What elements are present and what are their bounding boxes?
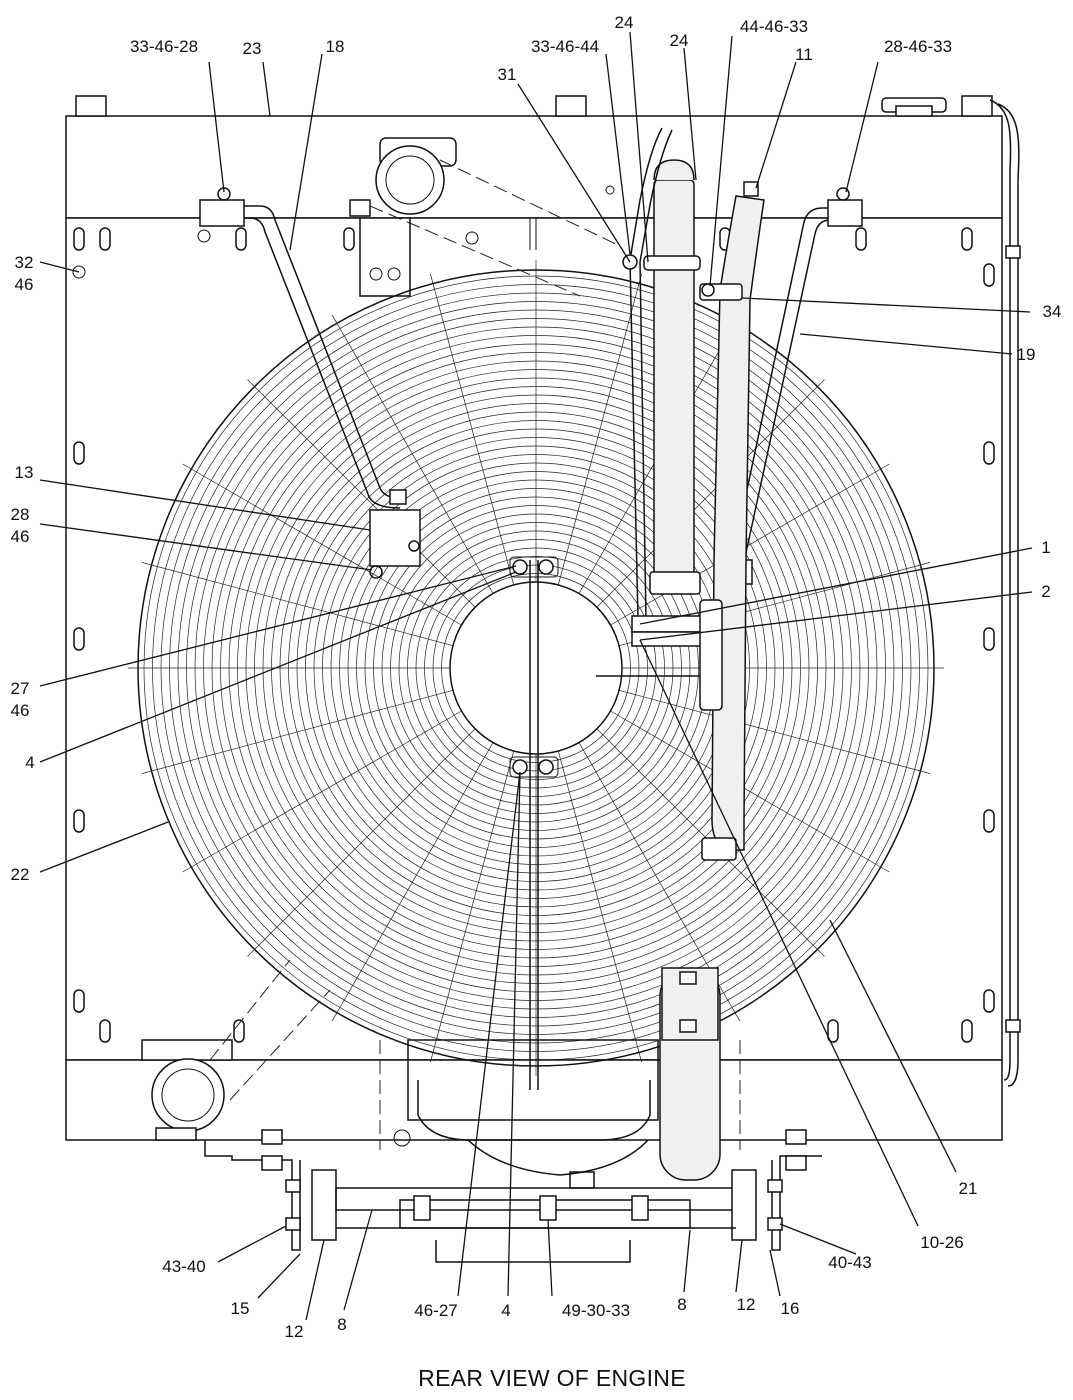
callout-46-top: 46 bbox=[15, 275, 34, 294]
callout-31: 31 bbox=[498, 65, 517, 84]
radiator-frame bbox=[65, 95, 1021, 1147]
callout-32: 32 bbox=[15, 253, 34, 272]
callout-46-mid: 46 bbox=[11, 527, 30, 546]
callout-12-right: 12 bbox=[737, 1295, 756, 1314]
callout-10-26: 10-26 bbox=[920, 1233, 963, 1252]
callout-24-b: 24 bbox=[670, 31, 689, 50]
pipes bbox=[151, 127, 863, 1181]
callout-33-46-44: 33-46-44 bbox=[531, 37, 599, 56]
callout-34: 34 bbox=[1043, 302, 1062, 321]
callout-12-left: 12 bbox=[285, 1322, 304, 1341]
callout-49-30-33: 49-30-33 bbox=[562, 1301, 630, 1320]
callout-19: 19 bbox=[1017, 345, 1036, 364]
callout-43-40: 43-40 bbox=[162, 1257, 205, 1276]
leader-lines bbox=[39, 31, 1033, 1321]
callout-46-low: 46 bbox=[11, 701, 30, 720]
callout-44-46-33: 44-46-33 bbox=[740, 17, 808, 36]
drawing-caption: REAR VIEW OF ENGINE bbox=[418, 1365, 686, 1391]
callout-18: 18 bbox=[326, 37, 345, 56]
callout-24-a: 24 bbox=[615, 13, 634, 32]
callout-46-27: 46-27 bbox=[414, 1301, 457, 1320]
guard-split bbox=[509, 556, 559, 1090]
callout-21: 21 bbox=[959, 1179, 978, 1198]
mounting-feet bbox=[204, 1129, 822, 1251]
callout-40-43: 40-43 bbox=[828, 1253, 871, 1272]
callout-labels: 33-46-28 23 18 33-46-44 24 24 44-46-33 1… bbox=[11, 13, 1062, 1341]
callout-11: 11 bbox=[795, 45, 813, 64]
callout-13: 13 bbox=[15, 463, 34, 482]
callout-28-46-33: 28-46-33 bbox=[884, 37, 952, 56]
callout-1: 1 bbox=[1041, 538, 1050, 557]
callout-15: 15 bbox=[231, 1299, 250, 1318]
callout-8-right: 8 bbox=[677, 1295, 686, 1314]
callout-27: 27 bbox=[11, 679, 30, 698]
callout-16: 16 bbox=[781, 1299, 800, 1318]
callout-28: 28 bbox=[11, 505, 30, 524]
callout-2: 2 bbox=[1041, 582, 1050, 601]
callout-4-left: 4 bbox=[25, 753, 34, 772]
callout-23: 23 bbox=[243, 39, 262, 58]
callout-4-bottom: 4 bbox=[501, 1301, 510, 1320]
callout-33-46-28: 33-46-28 bbox=[130, 37, 198, 56]
callout-8-left: 8 bbox=[337, 1315, 346, 1334]
callout-22: 22 bbox=[11, 865, 30, 884]
